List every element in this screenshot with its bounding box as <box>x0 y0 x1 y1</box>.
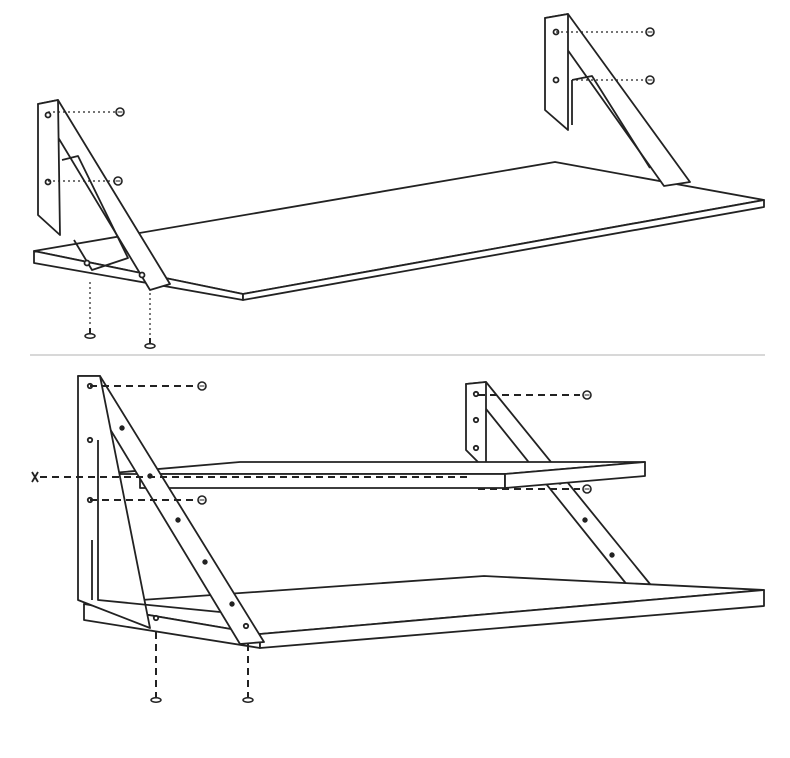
bottom-screw-icon <box>84 327 96 340</box>
bracket-right <box>544 13 691 187</box>
lower-shelf-board <box>83 575 765 649</box>
wall-screw-icon <box>197 381 207 391</box>
double-shelf-assembly <box>31 375 765 704</box>
bracket-left <box>77 375 265 645</box>
bottom-screw-icon <box>144 337 156 350</box>
side-screw-icon <box>31 471 39 483</box>
bracket-left <box>37 99 171 291</box>
wall-screw-icon <box>582 390 592 400</box>
wall-screw-icon <box>113 176 123 186</box>
single-shelf-assembly <box>33 13 765 350</box>
screw-guide-lines <box>40 385 580 688</box>
screw-guide-lines <box>48 31 646 336</box>
bottom-screw-icon <box>242 691 254 704</box>
wall-screw-icon <box>582 484 592 494</box>
wall-screw-icon <box>645 75 655 85</box>
wall-screw-icon <box>115 107 125 117</box>
wall-screw-icon <box>197 495 207 505</box>
wall-screw-icon <box>645 27 655 37</box>
bottom-screw-icon <box>150 691 162 704</box>
